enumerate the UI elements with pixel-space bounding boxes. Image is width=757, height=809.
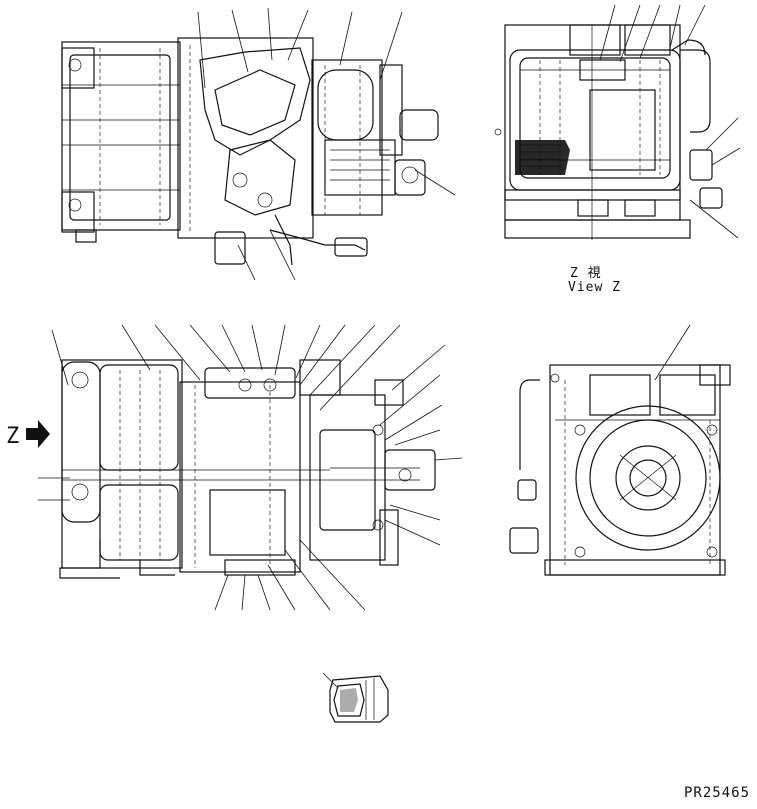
view-z <box>494 4 741 240</box>
view-z-arrow-label: Z <box>6 424 20 449</box>
view-z-arrow-icon <box>26 420 50 448</box>
side-view <box>26 324 463 611</box>
view-z-caption-en: View Z <box>568 280 621 295</box>
top-view <box>61 7 456 281</box>
drawing-number: PR25465 <box>684 785 751 801</box>
detail-part <box>322 672 389 723</box>
rear-view <box>509 324 731 576</box>
view-z-caption-jp: Z 視 <box>570 266 602 281</box>
